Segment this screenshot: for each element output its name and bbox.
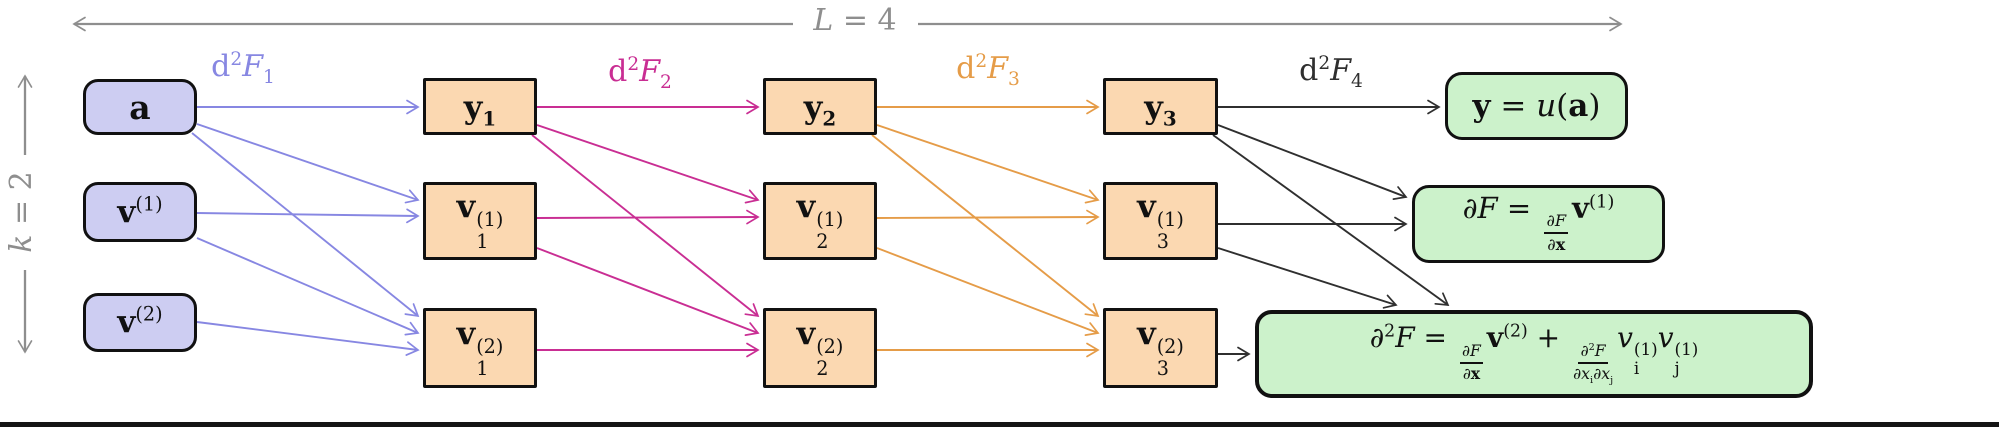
node-label-a: a bbox=[129, 87, 151, 127]
node-v11: v(1)1 bbox=[423, 182, 537, 260]
node-v21: v(1)2 bbox=[763, 182, 877, 260]
node-a: a bbox=[83, 79, 197, 135]
node-label-v31: v(1)3 bbox=[1137, 186, 1184, 253]
edge-v21-v32 bbox=[876, 247, 1100, 336]
node-label-y1: y1 bbox=[463, 87, 497, 130]
node-label-vs1: v(1) bbox=[117, 192, 163, 230]
edge-label-dF3: d2F3 bbox=[956, 51, 1020, 90]
node-v31: v(1)3 bbox=[1103, 182, 1218, 260]
node-label-vs2: v(2) bbox=[117, 302, 163, 340]
node-v12: v(2)1 bbox=[423, 308, 537, 388]
edge-y3-g2 bbox=[1217, 124, 1408, 200]
order-label: k = 2 bbox=[4, 171, 39, 253]
node-g1: y = u(a) bbox=[1445, 72, 1628, 140]
node-label-v21: v(1)2 bbox=[796, 186, 844, 253]
node-y2: y2 bbox=[763, 78, 877, 135]
node-label-y2: y2 bbox=[803, 87, 837, 130]
bottom-divider bbox=[0, 422, 1999, 427]
node-vs2: v(2) bbox=[83, 293, 197, 352]
node-label-v22: v(2)2 bbox=[796, 313, 844, 380]
node-label-v11: v(1)1 bbox=[456, 186, 504, 253]
node-label-v12: v(2)1 bbox=[456, 313, 504, 380]
edge-a-v12 bbox=[191, 132, 420, 318]
edge-label-dF4: d2F4 bbox=[1299, 53, 1363, 92]
edge-v11-v21 bbox=[536, 209, 760, 225]
edge-vs2-v12 bbox=[196, 321, 420, 356]
edge-y2-v31 bbox=[876, 124, 1100, 204]
node-y1: y1 bbox=[423, 78, 537, 135]
edge-vs1-v11 bbox=[196, 208, 420, 224]
edge-v31-g3 bbox=[1217, 247, 1398, 309]
edge-y3-g3 bbox=[1212, 134, 1450, 306]
edge-y1-v22 bbox=[531, 134, 760, 318]
edge-y1-v21 bbox=[536, 124, 760, 204]
node-label-v32: v(2)3 bbox=[1137, 313, 1184, 380]
node-v22: v(2)2 bbox=[763, 308, 877, 388]
node-label-y3: y3 bbox=[1144, 87, 1177, 130]
edge-label-dF1: d2F1 bbox=[211, 49, 275, 88]
edge-vs1-v12 bbox=[196, 237, 420, 336]
edge-v21-v31 bbox=[876, 209, 1100, 225]
node-vs1: v(1) bbox=[83, 182, 197, 242]
length-label: L = 4 bbox=[813, 3, 897, 38]
edge-v11-v22 bbox=[536, 247, 760, 336]
node-label-g1: y = u(a) bbox=[1472, 87, 1601, 124]
node-v32: v(2)3 bbox=[1103, 308, 1218, 388]
node-y3: y3 bbox=[1103, 78, 1218, 135]
edge-label-dF2: d2F2 bbox=[608, 54, 672, 93]
edge-a-v11 bbox=[196, 123, 420, 204]
edge-y2-v32 bbox=[871, 134, 1100, 318]
